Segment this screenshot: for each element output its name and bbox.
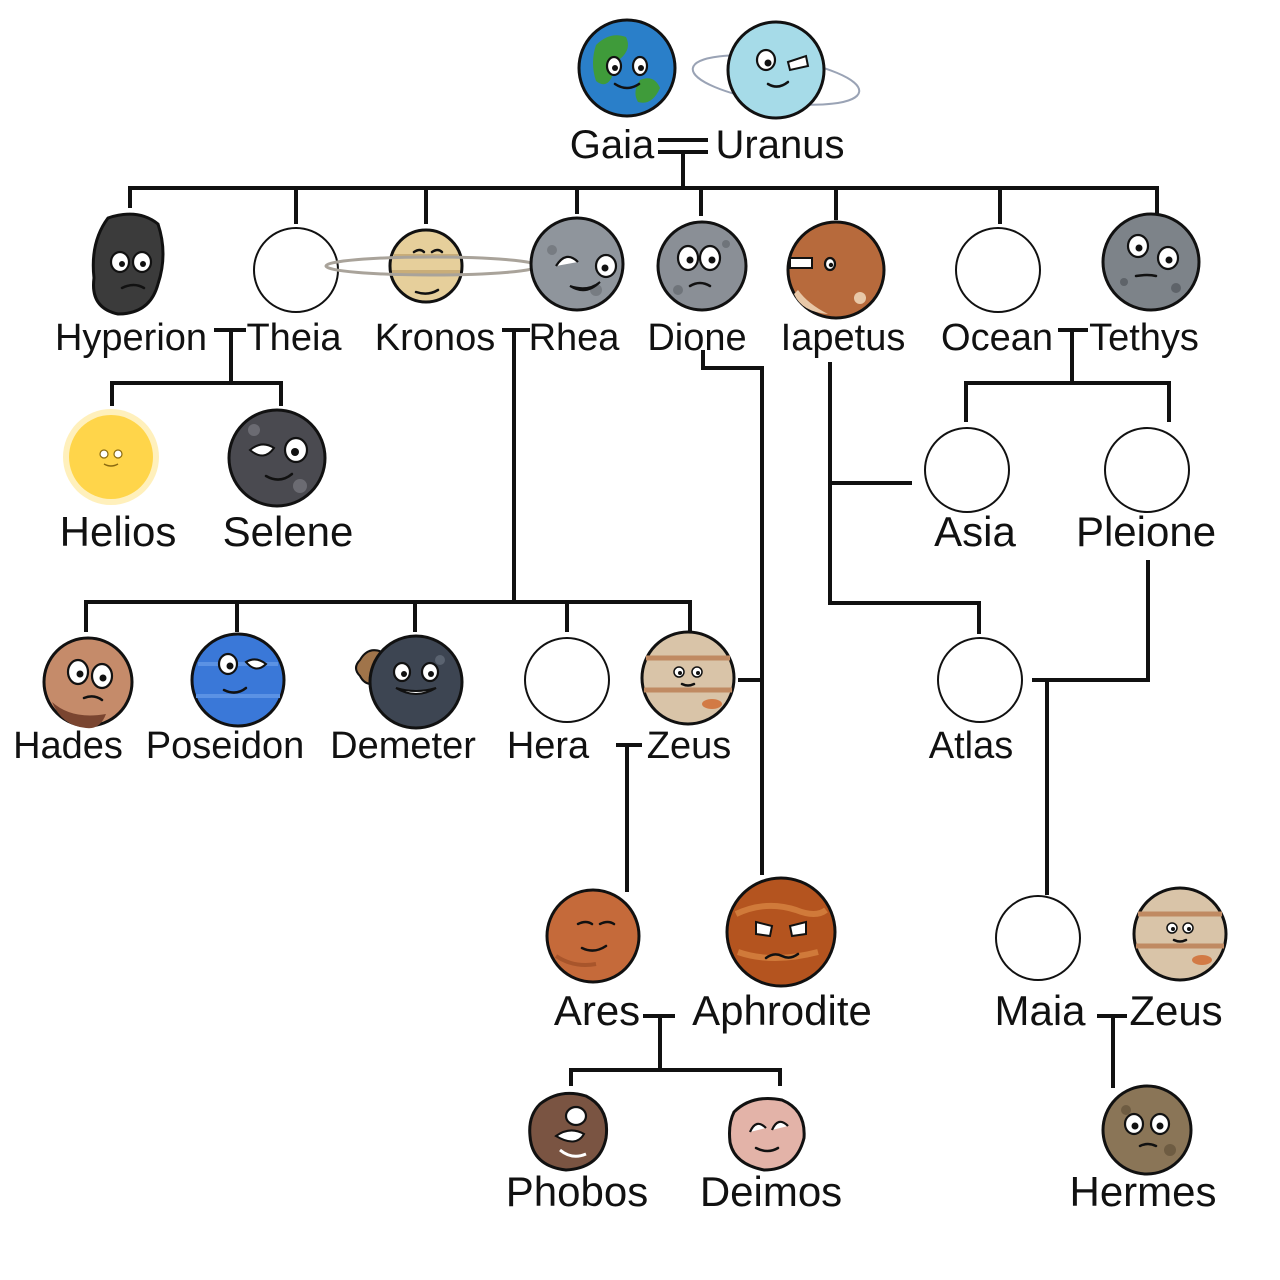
person-name: Iapetus xyxy=(781,317,906,359)
person-name: Phobos xyxy=(506,1168,648,1215)
blank-circle-icon xyxy=(1104,427,1190,513)
person-name: Tethys xyxy=(1089,317,1199,359)
person-name: Maia xyxy=(994,987,1086,1034)
person-name: Zeus xyxy=(1129,987,1222,1034)
hyperion-moon-icon xyxy=(91,212,165,316)
connector-ares-aphrodite xyxy=(569,1014,782,1086)
phobos-node: Phobos xyxy=(506,1091,648,1215)
person-name: Zeus xyxy=(647,725,731,767)
person-name: Pleione xyxy=(1076,508,1216,555)
connector-maia-zeus-hermes xyxy=(1097,1014,1127,1088)
person-name: Hera xyxy=(507,725,590,767)
connector-gaia-uranus-children xyxy=(128,150,1159,224)
saturn-planet-icon xyxy=(324,228,540,304)
rhea-node: Rhea xyxy=(529,216,625,359)
rhea-moon-icon xyxy=(529,216,625,312)
tethys-node: Tethys xyxy=(1089,212,1201,359)
connector-atlas-pleione-maia xyxy=(1032,560,1150,895)
ceres-dwarf-planet-icon xyxy=(355,634,464,730)
jupiter-planet-icon xyxy=(1132,886,1228,982)
dione-moon-icon xyxy=(656,220,748,312)
person-name: Selene xyxy=(223,508,354,555)
person-name: Ocean xyxy=(941,317,1053,359)
gaia-node: Gaia xyxy=(570,18,677,167)
dione-node: Dione xyxy=(647,220,748,359)
person-name: Ares xyxy=(554,987,640,1034)
jupiter-planet-icon xyxy=(640,630,736,726)
uranus-planet-icon xyxy=(691,20,861,120)
aphrodite-node: Aphrodite xyxy=(692,876,872,1034)
mercury-planet-icon xyxy=(1101,1084,1193,1176)
hermes-node: Hermes xyxy=(1069,1084,1217,1215)
blank-circle-icon xyxy=(955,227,1041,313)
deimos-moon-icon xyxy=(728,1097,806,1172)
poseidon-node: Poseidon xyxy=(146,632,304,767)
hades-node: Hades xyxy=(13,636,134,767)
blank-circle-icon xyxy=(524,637,610,723)
person-name: Deimos xyxy=(700,1168,842,1215)
blank-circle-icon xyxy=(253,227,339,313)
pleione-node: Pleione xyxy=(1076,427,1216,555)
uranus-node: Uranus xyxy=(691,20,861,167)
person-name: Helios xyxy=(60,508,177,555)
person-name: Theia xyxy=(246,317,342,359)
ocean-node: Ocean xyxy=(941,227,1053,359)
theia-node: Theia xyxy=(246,227,342,359)
person-name: Atlas xyxy=(929,725,1013,767)
iapetus-moon-icon xyxy=(786,220,886,320)
person-name: Poseidon xyxy=(146,725,304,767)
person-name: Rhea xyxy=(529,317,621,359)
person-name: Hermes xyxy=(1069,1168,1216,1215)
tethys-moon-icon xyxy=(1101,212,1201,312)
person-name: Dione xyxy=(647,317,746,359)
pluto-planet-icon xyxy=(42,636,134,729)
person-name: Asia xyxy=(934,508,1016,555)
connector-iapetus-asia-atlas xyxy=(828,362,981,634)
mars-planet-icon xyxy=(545,888,641,984)
person-name: Hyperion xyxy=(55,317,207,359)
zeus-second-node: Zeus xyxy=(1129,886,1228,1034)
deimos-node: Deimos xyxy=(700,1097,842,1215)
phobos-moon-icon xyxy=(528,1091,609,1172)
person-name: Aphrodite xyxy=(692,987,872,1034)
person-name: Demeter xyxy=(330,725,476,767)
kronos-node: Kronos xyxy=(324,228,540,359)
asia-node: Asia xyxy=(924,427,1016,555)
connector-hyperion-theia xyxy=(110,328,283,406)
zeus-node: Zeus xyxy=(640,630,736,767)
earth-icon xyxy=(577,18,677,118)
sun-icon xyxy=(63,409,159,505)
atlas-node: Atlas xyxy=(929,637,1023,767)
moon-icon xyxy=(227,408,327,508)
iapetus-node: Iapetus xyxy=(781,220,906,359)
person-name: Gaia xyxy=(570,123,655,167)
connector-ocean-tethys xyxy=(964,328,1171,422)
neptune-planet-icon xyxy=(190,632,286,728)
blank-circle-icon xyxy=(924,427,1010,513)
person-name: Uranus xyxy=(716,123,845,167)
connector-hera-zeus-ares xyxy=(616,743,642,892)
selene-node: Selene xyxy=(223,408,354,555)
ares-node: Ares xyxy=(545,888,641,1034)
blank-circle-icon xyxy=(995,895,1081,981)
person-name: Kronos xyxy=(375,317,495,359)
connector-dione-zeus-aphrodite xyxy=(701,350,764,875)
connector-lines xyxy=(84,138,1171,1088)
hyperion-node: Hyperion xyxy=(55,212,207,359)
hera-node: Hera xyxy=(507,637,610,767)
demeter-node: Demeter xyxy=(330,634,476,767)
person-name: Hades xyxy=(13,725,123,767)
maia-node: Maia xyxy=(994,895,1086,1034)
helios-node: Helios xyxy=(60,409,177,555)
connector-kronos-rhea xyxy=(84,328,692,632)
blank-circle-icon xyxy=(937,637,1023,723)
venus-planet-icon xyxy=(725,876,837,988)
